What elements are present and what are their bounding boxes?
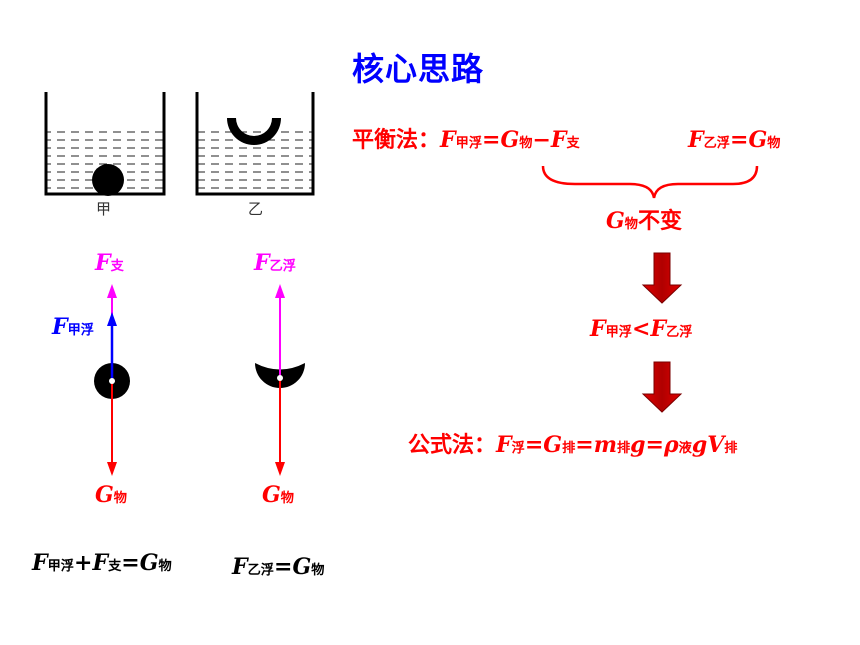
eq-yi-seg-1: 乙浮 [247,563,274,578]
label-gravity-jia: G物 [95,482,127,508]
eq-jia-seg-6: G [139,550,159,576]
formula-seg-8: 排 [616,441,631,456]
label-gravity-yi: G物 [262,482,294,508]
beaker-jia [44,92,166,196]
balance-a-seg-8: 支 [566,136,580,151]
label-buoyancy-jia: F甲浮 [52,314,94,340]
ball-jia [92,164,124,196]
balance-method-yi: F乙浮=G物 [688,129,780,151]
gravity-jia-arrowhead [107,462,117,476]
balance-b-seg-4: 物 [767,136,781,151]
down-arrow-1 [641,252,683,304]
eq-jia-seg-1: 甲浮 [47,559,74,574]
balance-a-seg-3: = [482,127,501,153]
balance-b-seg-3: G [748,127,768,153]
compare-seg-4: 乙浮 [666,325,693,340]
label-support-force: F支 [95,250,124,276]
formula-seg-4: G [543,432,563,458]
formula-seg-6: = [575,432,594,458]
eq-jia-seg-3: F [92,550,109,576]
unchanged-seg-0: G [606,208,625,234]
formula-seg-15: 排 [724,441,738,456]
unchanged-seg-2: 不变 [637,208,682,234]
formula-seg-14: V [707,432,725,458]
formula-seg-5: 排 [562,441,576,456]
eq-jia-seg-0: F [32,550,48,576]
gravity-yi-arrowhead [275,462,285,476]
buoyancy-yi-arrowhead [275,284,285,298]
balance-a-seg-5: 物 [519,136,533,151]
balance-a-seg-2: 甲浮 [455,136,483,151]
balance-a-seg-6: − [532,127,551,153]
unchanged-seg-1: 物 [624,217,638,232]
center-point-yi [277,375,283,381]
equation-yi: F乙浮=G物 [232,556,324,578]
formula-seg-12: 液 [678,441,692,456]
beaker-yi-wall [195,92,315,196]
force-diagram-yi [255,284,305,476]
beaker-jia-label: 甲 [96,200,112,218]
beaker-yi [195,92,315,196]
balance-b-seg-1: 乙浮 [703,136,730,151]
balance-a-seg-0: 平衡法： [352,127,441,153]
formula-seg-7: m [593,432,617,458]
beaker-yi-label: 乙 [248,200,264,218]
formula-seg-2: 浮 [511,441,525,456]
formula-seg-3: = [524,432,544,458]
balance-a-seg-4: G [500,127,520,153]
balance-a-seg-7: F [550,127,567,153]
balance-a-seg-1: F [440,127,456,153]
weight-unchanged: G物不变 [606,210,682,232]
buoyancy-comparison: F甲浮<F乙浮 [590,318,692,340]
eq-jia-seg-4: 支 [108,559,122,574]
formula-seg-11: ρ [663,432,679,458]
curly-brace [541,165,759,199]
eq-yi-seg-4: 物 [311,563,325,578]
label-buoyancy-yi: F乙浮 [254,250,296,276]
support-force-arrowhead [107,284,117,298]
eq-jia-seg-7: 物 [158,559,172,574]
down-arrow-2 [641,361,683,413]
compare-seg-1: 甲浮 [605,325,632,340]
eq-yi-seg-3: G [292,554,312,580]
bowl-yi [227,118,281,145]
balance-method-jia: 平衡法：F甲浮=G物−F支 [352,129,580,151]
compare-seg-0: F [590,316,606,342]
force-diagram-jia [94,284,130,476]
formula-seg-10: = [645,432,664,458]
eq-jia-seg-5: = [121,550,140,576]
balance-b-seg-0: F [688,127,704,153]
formula-seg-1: F [496,432,512,458]
formula-seg-0: 公式法： [408,432,497,458]
equation-jia: F甲浮+F支=G物 [32,552,172,574]
slide-title: 核心思路 [352,50,485,88]
compare-seg-2: < [632,316,651,342]
buoyancy-jia-arrowhead [107,312,117,326]
formula-method: 公式法：F浮=G排=m排g=ρ液gV排 [408,434,737,456]
eq-yi-seg-2: = [274,554,293,580]
formula-seg-9: g [630,432,646,458]
formula-seg-13: g [691,432,708,458]
eq-jia-seg-2: + [74,550,93,576]
balance-b-seg-2: = [730,127,749,153]
center-point-jia [109,378,115,384]
eq-yi-seg-0: F [232,554,248,580]
compare-seg-3: F [650,316,667,342]
